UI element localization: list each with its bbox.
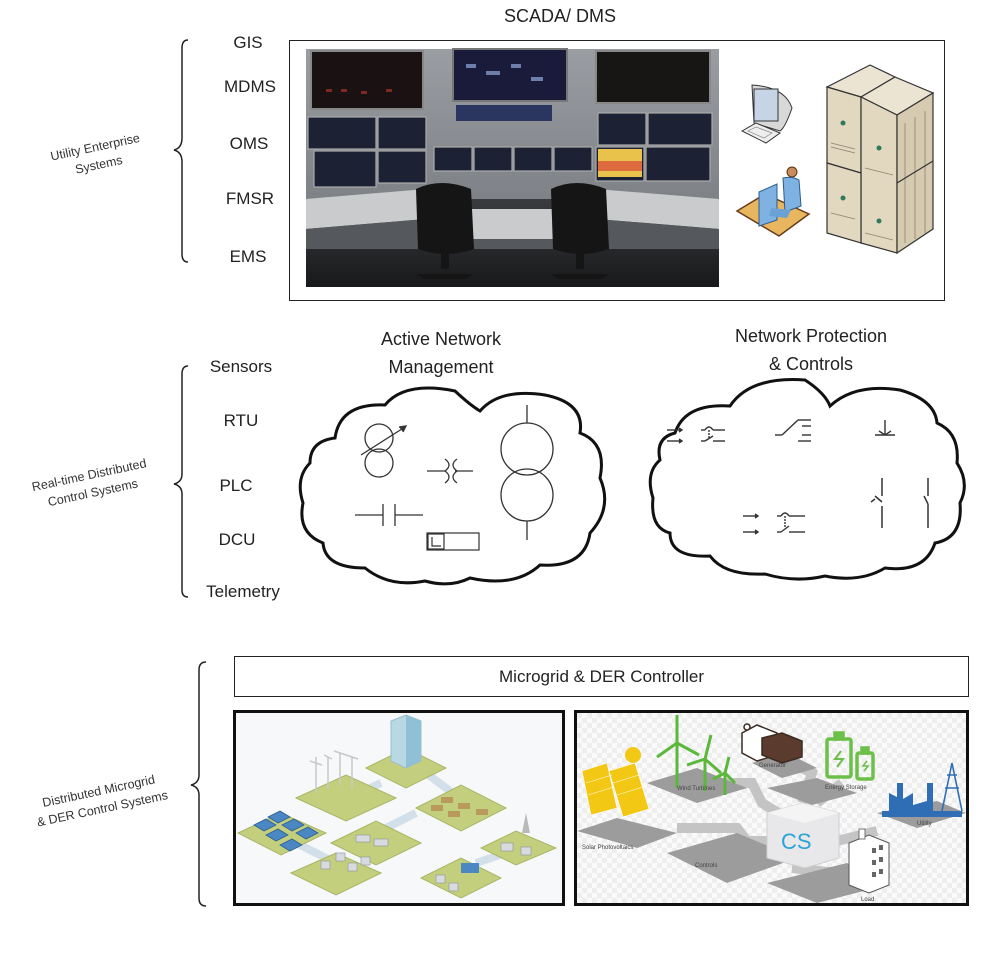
active-network-management-title: Active Network Management bbox=[381, 325, 501, 381]
office-building bbox=[390, 714, 422, 769]
reactor-symbol bbox=[427, 458, 473, 484]
load-building-icon bbox=[848, 828, 890, 894]
controller-label: Microgrid & DER Controller bbox=[499, 666, 704, 686]
solar-photovoltaics-icon bbox=[581, 747, 650, 818]
microgrid-isometric-illustration bbox=[236, 713, 562, 903]
computer-workstation-icon bbox=[740, 84, 793, 144]
operator-at-desk-icon bbox=[735, 166, 811, 237]
brace-tier3 bbox=[190, 661, 207, 907]
utility-enterprise-systems-label: Utility Enterprise Systems bbox=[20, 123, 174, 189]
brace-tier2 bbox=[173, 365, 189, 598]
der-controller-illustration-frame: Solar Photovoltaics Wind Turbines Genera… bbox=[574, 710, 969, 906]
item-sensors: Sensors bbox=[209, 357, 273, 376]
title-line2: Management bbox=[388, 357, 494, 377]
houses bbox=[320, 834, 532, 892]
node-label-load: Load bbox=[861, 897, 874, 903]
item-dcu: DCU bbox=[218, 530, 256, 549]
wind-turbines-icon bbox=[656, 715, 737, 795]
node-label-energy-storage: Energy Storage bbox=[825, 785, 867, 791]
item-gis: GIS bbox=[233, 33, 263, 52]
title-line1: Active Network bbox=[380, 329, 502, 349]
scada-dms-box bbox=[289, 40, 945, 301]
wind-turbines bbox=[309, 750, 359, 793]
storage-units bbox=[431, 797, 488, 817]
network-protection-controls-cloud bbox=[648, 378, 966, 581]
title-line2: & Controls bbox=[768, 354, 854, 374]
item-ems: EMS bbox=[229, 247, 267, 266]
network-protection-controls-title: Network Protection & Controls bbox=[735, 322, 887, 378]
brace-tier1 bbox=[173, 39, 189, 263]
node-label-wind: Wind Turbines bbox=[677, 786, 715, 792]
der-diagram-illustration: Solar Photovoltaics Wind Turbines Genera… bbox=[577, 713, 966, 903]
selector-switch-symbol bbox=[775, 419, 811, 442]
item-plc: PLC bbox=[219, 476, 253, 495]
distributed-microgrid-der-label: Distributed Microgrid & DER Control Syst… bbox=[6, 763, 194, 837]
item-telemetry: Telemetry bbox=[206, 582, 280, 601]
cs-controller-cube bbox=[766, 802, 840, 869]
meter-symbol bbox=[426, 532, 480, 551]
double-pole-switch-symbol bbox=[667, 426, 725, 444]
active-network-management-cloud bbox=[298, 386, 607, 586]
solar-panels bbox=[253, 810, 319, 852]
real-time-distributed-control-systems-label: Real-time Distributed Control Systems bbox=[4, 449, 178, 520]
node-label-generator: Generator bbox=[759, 763, 786, 769]
item-rtu: RTU bbox=[223, 411, 259, 430]
variable-transformer-symbol bbox=[360, 423, 408, 478]
title-line1: Network Protection bbox=[734, 326, 888, 346]
double-pole-switch-symbol-2 bbox=[743, 512, 805, 535]
scada-dms-title: SCADA/ DMS bbox=[503, 6, 617, 26]
utility-icon bbox=[882, 762, 963, 817]
server-rack-icon bbox=[825, 64, 935, 255]
node-label-controls: Controls bbox=[695, 863, 717, 869]
item-oms: OMS bbox=[229, 134, 269, 153]
cs-logo: CS bbox=[781, 829, 812, 854]
capacitor-symbol bbox=[355, 504, 423, 526]
item-mdms: MDMS bbox=[224, 77, 276, 96]
microgrid-der-controller-box: Microgrid & DER Controller bbox=[234, 656, 969, 697]
transformer-symbol bbox=[500, 405, 554, 540]
microgrid-illustration-frame bbox=[233, 710, 565, 906]
pushbutton-switch-symbols bbox=[870, 478, 929, 528]
control-room-photo bbox=[306, 48, 719, 287]
generator-icon bbox=[741, 723, 803, 764]
node-label-utility: Utility bbox=[917, 821, 932, 827]
ground-symbol bbox=[875, 420, 895, 436]
item-fmsr: FMSR bbox=[225, 189, 275, 208]
energy-storage-icon bbox=[825, 731, 875, 781]
node-label-solar: Solar Photovoltaics bbox=[582, 845, 633, 851]
